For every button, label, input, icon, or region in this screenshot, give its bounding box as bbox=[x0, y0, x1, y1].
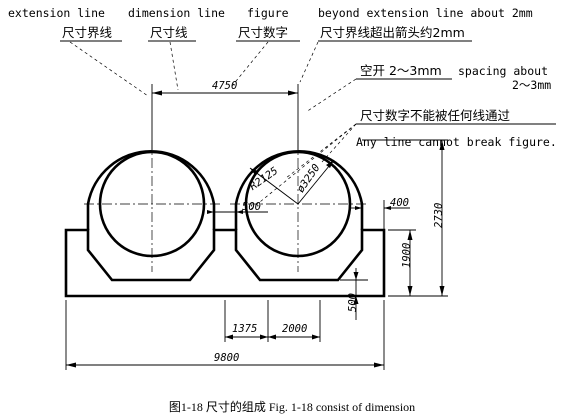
structure-base bbox=[64, 228, 386, 298]
label-figure-en: figure bbox=[247, 6, 289, 20]
label-figure-zh: 尺寸数字 bbox=[238, 25, 288, 40]
label-extension-line-zh: 尺寸界线 bbox=[62, 25, 113, 40]
diameter-line bbox=[297, 159, 335, 205]
label-nobreak-zh: 尺寸数字不能被任何线通过 bbox=[360, 108, 511, 123]
dim-gap: 500 bbox=[242, 201, 261, 213]
radius-line bbox=[249, 167, 299, 205]
leader-beyond bbox=[299, 41, 319, 83]
label-spacing-en2: 2～3mm bbox=[512, 78, 551, 92]
arrow-1900-top bbox=[407, 230, 413, 240]
label-nobreak-en: Any line cannot break figure. bbox=[356, 135, 557, 149]
diameter-arrow bbox=[326, 160, 334, 168]
leader-nobreak-2 bbox=[285, 123, 357, 179]
arrow-2730-bottom bbox=[439, 286, 445, 296]
arrow-400-left bbox=[355, 206, 362, 210]
arrow-1900-bottom bbox=[407, 286, 413, 296]
label-spacing-zh: 空开 2～3mm bbox=[360, 63, 442, 78]
arrow-2000-right bbox=[312, 334, 320, 340]
label-beyond-zh: 尺寸界线超出箭头约2mm bbox=[320, 25, 465, 40]
arrow-top-right bbox=[288, 90, 298, 96]
leader-nobreak-3 bbox=[249, 123, 357, 211]
arrow-gap-right bbox=[236, 210, 243, 214]
leader-nobreak-1 bbox=[321, 123, 357, 163]
dim-height-total: 2730 bbox=[433, 203, 445, 228]
arrow-gap-left bbox=[207, 210, 214, 214]
dim-top-span: 4750 bbox=[212, 80, 237, 92]
arrow-1375-left bbox=[225, 334, 233, 340]
dim-bottom-mid: 2000 bbox=[282, 323, 307, 335]
label-spacing-en: spacing about bbox=[458, 64, 548, 78]
arrow-top-left bbox=[152, 90, 162, 96]
leader-extension bbox=[69, 41, 149, 97]
arrow-2730-top bbox=[439, 140, 445, 150]
label-dimension-line-en: dimension line bbox=[128, 6, 225, 20]
radius-arrow bbox=[250, 168, 258, 175]
leader-dimension bbox=[169, 41, 179, 91]
arrow-500v-top bbox=[353, 272, 359, 280]
dim-total-width: 9800 bbox=[214, 352, 239, 364]
leader-spacing bbox=[305, 78, 357, 113]
arrow-total-right bbox=[374, 362, 384, 368]
leader-figure bbox=[231, 41, 269, 87]
arrow-400-right bbox=[384, 206, 391, 210]
dim-base-thickness: 500 bbox=[347, 293, 359, 312]
dim-right-offset: 400 bbox=[390, 197, 409, 209]
arrow-total-left bbox=[66, 362, 76, 368]
label-dimension-line-zh: 尺寸线 bbox=[150, 25, 188, 40]
label-beyond-en: beyond extension line about 2mm bbox=[318, 6, 533, 20]
arrow-2000-left bbox=[268, 334, 276, 340]
left-arch-outer bbox=[86, 150, 216, 230]
dim-height-inner: 1900 bbox=[401, 243, 413, 268]
label-extension-line-en: extension line bbox=[8, 6, 105, 20]
dim-bottom-left: 1375 bbox=[232, 323, 257, 335]
figure-caption: 图1-18 尺寸的组成 Fig. 1-18 consist of dimensi… bbox=[169, 399, 415, 414]
arrow-1375-right bbox=[260, 334, 268, 340]
arrow-500v-bottom bbox=[353, 296, 359, 304]
